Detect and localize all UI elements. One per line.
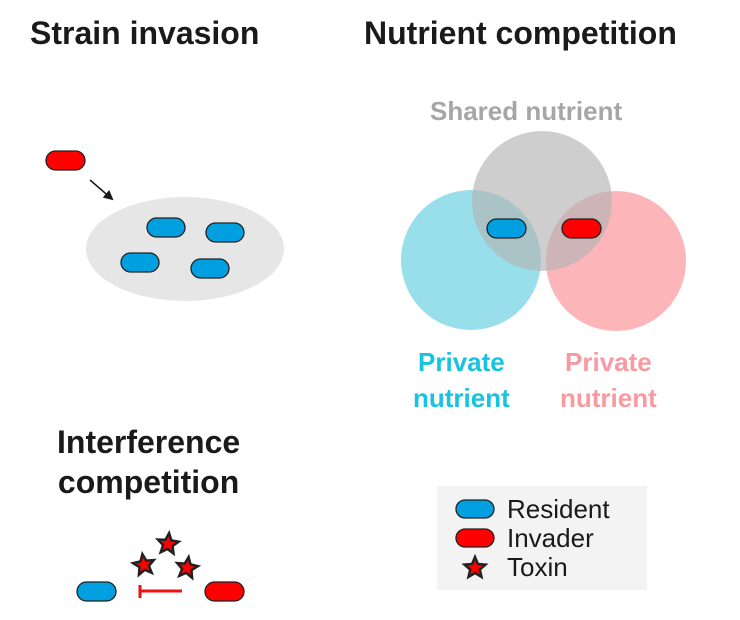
invasion-arrow bbox=[89, 179, 114, 201]
toxin-star bbox=[129, 550, 157, 578]
invader-capsule-icon bbox=[455, 528, 495, 548]
private-nutrient-resident-label: Private nutrient bbox=[413, 344, 510, 416]
legend-label: Toxin bbox=[507, 552, 568, 582]
invader-cell bbox=[45, 150, 86, 171]
shared-nutrient-label: Shared nutrient bbox=[430, 96, 623, 126]
private-left-line2: nutrient bbox=[413, 383, 510, 413]
legend-label: Invader bbox=[507, 523, 594, 553]
interference-title-line2: competition bbox=[57, 464, 240, 500]
legend-label: Resident bbox=[507, 494, 610, 524]
shared-nutrient-circle bbox=[472, 131, 612, 271]
resident-community bbox=[86, 197, 284, 301]
resident-capsule-icon bbox=[455, 499, 495, 519]
nutrient-competition-panel bbox=[401, 131, 686, 331]
interference-competition-title: Interference competition bbox=[57, 422, 240, 502]
resident-cell bbox=[486, 218, 527, 239]
legend-item-resident: Resident bbox=[437, 494, 610, 524]
nutrient-competition-title: Nutrient competition bbox=[364, 15, 677, 51]
legend: Resident Invader Toxin bbox=[437, 486, 647, 590]
private-right-line2: nutrient bbox=[560, 383, 657, 413]
interference-competition-panel bbox=[76, 529, 245, 602]
private-right-line1: Private bbox=[565, 347, 652, 377]
invader-cell bbox=[204, 581, 245, 602]
private-nutrient-invader-label: Private nutrient bbox=[560, 344, 657, 416]
invader-cell bbox=[561, 218, 602, 239]
strain-invasion-title: Strain invasion bbox=[30, 15, 260, 51]
resident-cell bbox=[146, 217, 186, 238]
strain-invasion-panel bbox=[45, 150, 284, 301]
interference-title-line1: Interference bbox=[57, 424, 241, 460]
private-left-line1: Private bbox=[418, 347, 505, 377]
resident-cell bbox=[205, 222, 245, 243]
legend-item-invader: Invader bbox=[437, 523, 594, 553]
legend-item-toxin: Toxin bbox=[437, 552, 568, 582]
resident-cell bbox=[76, 581, 117, 602]
resident-cell bbox=[190, 258, 230, 279]
toxin-star bbox=[174, 553, 202, 581]
resident-cell bbox=[120, 252, 160, 273]
toxin-star bbox=[154, 529, 182, 557]
toxin-star-icon bbox=[461, 554, 489, 580]
